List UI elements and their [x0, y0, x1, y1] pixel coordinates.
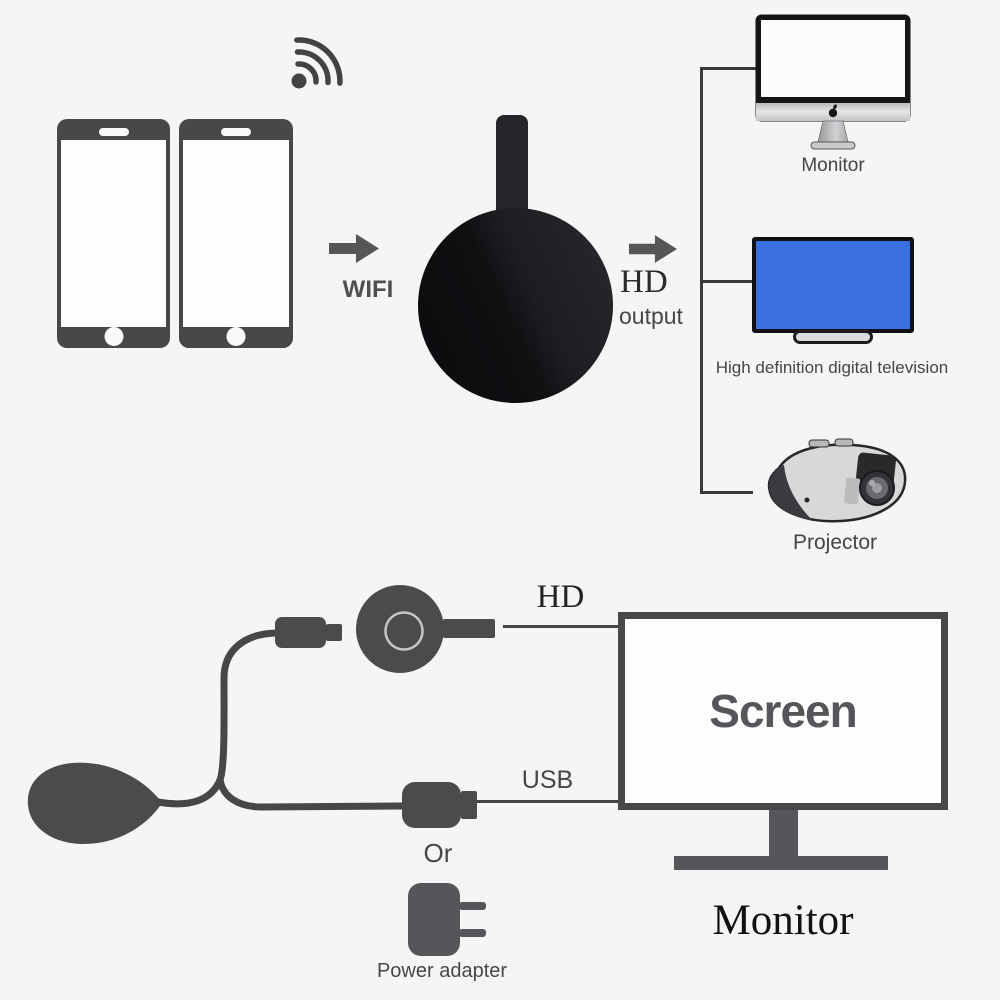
- phone-home-button: [226, 327, 246, 346]
- apple-logo-icon: [828, 104, 838, 118]
- smartphone-icon: [57, 119, 170, 348]
- smartphone-icon: [179, 119, 293, 348]
- usb-leader-line: [477, 800, 618, 803]
- or-label: Or: [423, 838, 453, 868]
- dongle-puck-icon: [356, 585, 495, 673]
- connector-line-to-projector: [700, 491, 753, 494]
- monitor-label-bottom: Monitor: [712, 897, 854, 944]
- wifi-antenna-icon: [27, 762, 162, 844]
- phone-speaker-slot: [98, 128, 129, 136]
- arrow-right-icon: [329, 234, 379, 263]
- usb-label: USB: [521, 766, 574, 794]
- hdmi-connector-icon: [443, 619, 495, 638]
- projector-label: Projector: [792, 531, 878, 554]
- monitor-label: Monitor: [801, 155, 865, 176]
- micro-usb-connector-icon: [275, 617, 342, 648]
- connector-line-to-tv: [700, 280, 753, 283]
- tv-label: High definition digital television: [715, 358, 949, 377]
- phone-screen: [61, 140, 166, 327]
- hd-output-label-line2: output: [619, 303, 683, 329]
- wireless-display-dongle: [418, 208, 613, 403]
- power-cable: [154, 629, 280, 808]
- projector-lens: [859, 470, 895, 506]
- monitor-stand-neck: [769, 810, 798, 858]
- screen-frame: Screen: [618, 612, 948, 810]
- wifi-signal-icon: [291, 37, 343, 89]
- usb-connector-icon: [402, 782, 477, 828]
- projector-icon: [767, 438, 907, 523]
- phone-home-button: [104, 327, 123, 346]
- power-adapter-label: Power adapter: [376, 960, 508, 982]
- screen-label: Screen: [709, 685, 857, 737]
- imac-monitor-icon: [755, 14, 911, 150]
- dongle-strap: [496, 115, 528, 220]
- arrow-right-icon: [629, 235, 677, 263]
- tv-stand: [793, 330, 873, 344]
- hd-label: HD: [536, 579, 585, 615]
- wifi-label: WIFI: [342, 276, 394, 303]
- dongle-cable-assembly: [27, 585, 495, 956]
- power-adapter-icon: [408, 883, 486, 956]
- phone-speaker-slot: [221, 128, 251, 136]
- hd-leader-line: [503, 625, 618, 628]
- hd-output-label-line1: HD: [620, 264, 668, 300]
- usb-cable: [216, 776, 408, 811]
- phone-screen: [183, 140, 289, 327]
- connector-line-to-monitor: [700, 67, 757, 70]
- tv-icon: [752, 237, 914, 333]
- monitor-stand-base: [674, 856, 888, 870]
